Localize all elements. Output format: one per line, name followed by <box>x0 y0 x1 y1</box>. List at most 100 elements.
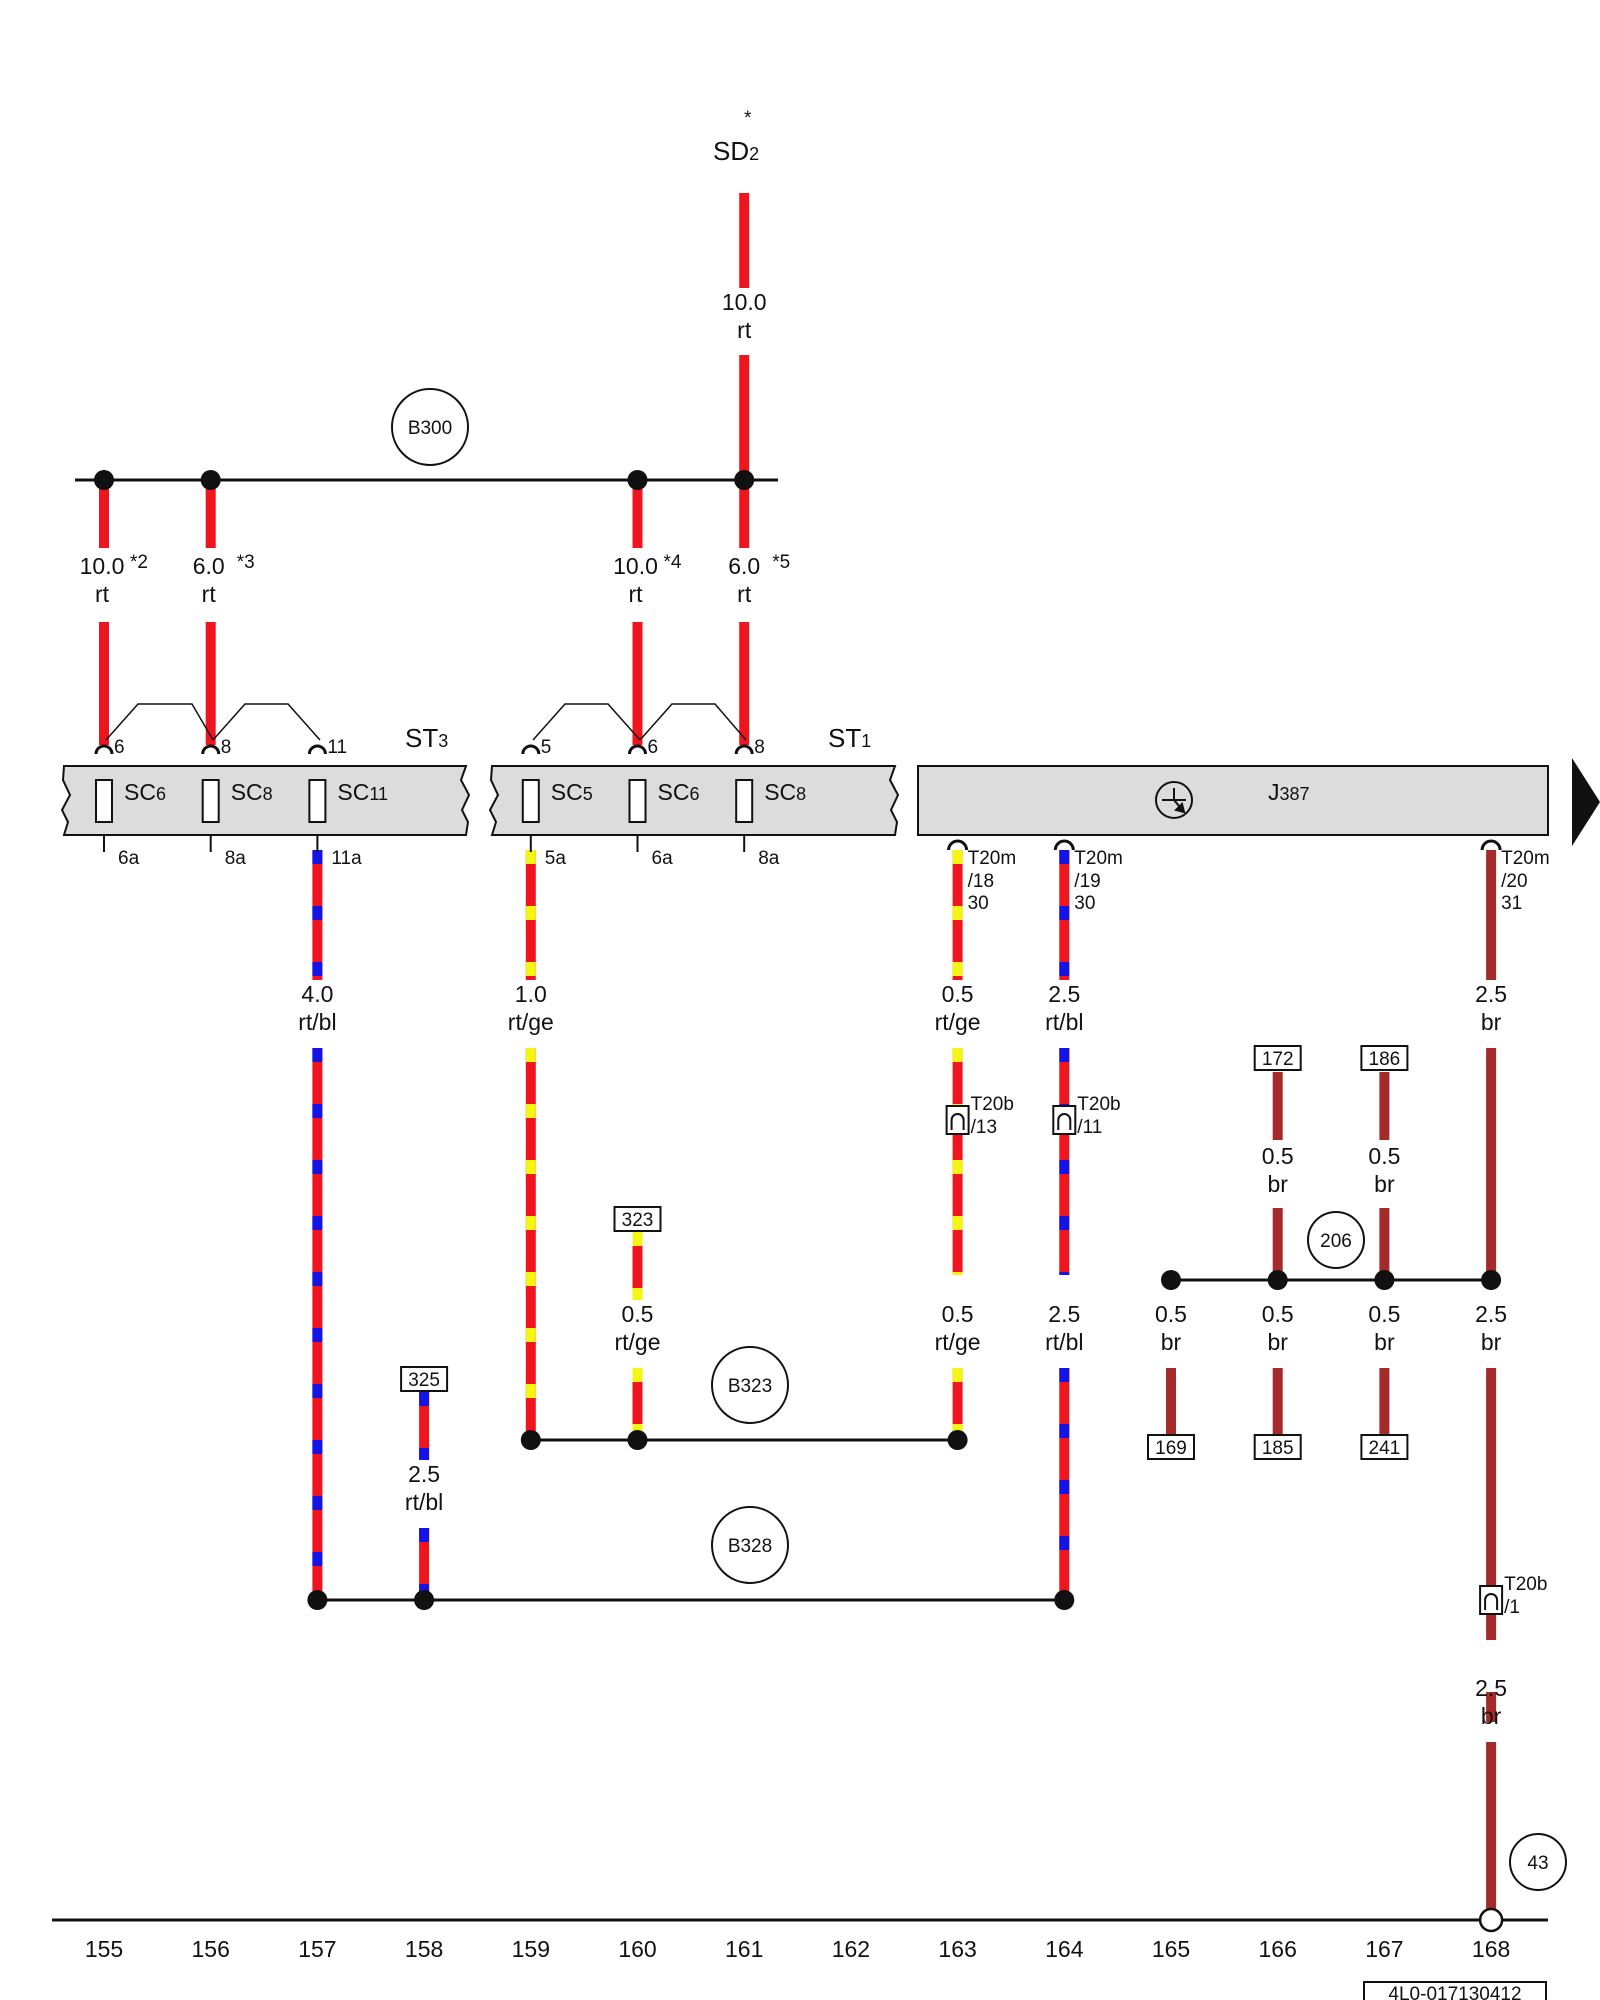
rail-j387-body <box>917 765 1549 836</box>
ref-label-1: 186 <box>1369 1049 1401 1070</box>
inline-c168-b: /1 <box>1504 1597 1520 1618</box>
ref-box-4 <box>1147 1434 1195 1460</box>
inline-c164-a: T20b <box>1077 1094 1120 1115</box>
inline-c168-a: T20b <box>1504 1574 1547 1595</box>
wire-label-w163b-color: rt/ge <box>935 1329 981 1355</box>
transistor-icon <box>1155 781 1193 819</box>
wire-label-w166b-gauge: 0.5 <box>1262 1301 1294 1327</box>
terminal-sd2-star: * <box>744 108 752 129</box>
column-number: 168 <box>1472 1936 1510 1962</box>
fuse-st3-2-icon <box>308 779 327 823</box>
fuse-st3-1-label: SC8 <box>231 779 273 805</box>
ground-node-43: 43 <box>1509 1833 1567 1891</box>
bus-lines <box>52 478 1548 1922</box>
wire-label-sd2-color: rt <box>737 317 752 343</box>
pin-st3-1-top-icon <box>201 744 221 755</box>
footer-code-box: 4L0-017130412 <box>1363 1981 1547 2000</box>
wire-label-w160-note: *4 <box>664 552 682 573</box>
column-number: 155 <box>85 1936 123 1962</box>
pin-st3-1-top: 8 <box>221 737 232 758</box>
connector-j164-a: T20m <box>1074 848 1123 869</box>
column-number: 163 <box>938 1936 976 1962</box>
pin-st3-2-top: 11 <box>327 737 347 758</box>
rail-st3-name: ST3 <box>405 723 448 753</box>
inline-c168-glyph <box>1484 1593 1499 1610</box>
wire-label-w168b-gauge: 2.5 <box>1475 1301 1507 1327</box>
connector-j163-c: 30 <box>968 893 989 914</box>
fuse-st1-0-label: SC5 <box>551 779 593 805</box>
junction-dot <box>94 470 114 490</box>
junction-dot <box>1161 1270 1181 1290</box>
junction-dot <box>947 1430 968 1450</box>
bus-node-b323: B323 <box>711 1346 789 1424</box>
wire-label-w167b-gauge: 0.5 <box>1368 1301 1400 1327</box>
column-number: 162 <box>832 1936 870 1962</box>
wire-label-w160-color: rt <box>628 581 643 607</box>
connector-j168-a: T20m <box>1501 848 1550 869</box>
pin-st3-2-bottom: 11a <box>331 848 362 869</box>
wire-label-w157-gauge: 4.0 <box>301 981 333 1007</box>
wire-label-w165-color: br <box>1161 1329 1182 1355</box>
column-number: 166 <box>1259 1936 1297 1962</box>
column-number: 164 <box>1045 1936 1084 1962</box>
wire-label-w155-gauge: 10.0 <box>80 553 125 579</box>
ref-box-1 <box>1360 1045 1409 1071</box>
fuse-st3-0-label: SC6 <box>124 779 166 805</box>
column-number: 156 <box>192 1936 230 1962</box>
junction-dot <box>627 1430 648 1450</box>
connector-j168-icon <box>1480 839 1502 851</box>
bus-node-b300: B300 <box>391 388 469 466</box>
wire-label-w161-color: rt <box>737 581 752 607</box>
pin-st3-0-top: 6 <box>114 737 125 758</box>
svg-text:206: 206 <box>1320 1231 1352 1252</box>
rail-st3-body <box>60 765 471 836</box>
wire-label-w158-color: rt/bl <box>405 1489 443 1515</box>
terminal-sd2-label: SD2 <box>713 136 759 166</box>
pin-st1-2-top: 8 <box>754 737 765 758</box>
continue-arrow-icon <box>1572 758 1600 846</box>
wire-label-w164a-gauge: 2.5 <box>1048 981 1080 1007</box>
terminal-sd2: * SD2 <box>713 108 759 166</box>
wire-label-w161-note: *5 <box>772 552 790 573</box>
column-number: 167 <box>1365 1936 1403 1962</box>
wire-label-w165-gauge: 0.5 <box>1155 1301 1187 1327</box>
wire-label-w156-color: rt <box>202 581 217 607</box>
connector-j168-b: /20 <box>1501 871 1527 892</box>
wire-label-w160-gauge: 10.0 <box>613 553 658 579</box>
wire-label-w160b-gauge: 0.5 <box>622 1301 654 1327</box>
column-number: 159 <box>512 1936 550 1962</box>
rail-j387: J387 <box>917 758 1600 846</box>
rail-st1: ST1 <box>488 723 900 836</box>
column-number: 157 <box>298 1936 336 1962</box>
pin-st3-0-top-icon <box>94 744 114 755</box>
ref-label-5: 185 <box>1262 1438 1294 1459</box>
fuse-st1-2-icon <box>735 779 754 823</box>
junction-dot <box>520 1430 541 1450</box>
svg-text:4L0-017130412: 4L0-017130412 <box>1388 1984 1521 2000</box>
wire-label-w168c-color: br <box>1481 1703 1502 1729</box>
wire-label-w164a-color: rt/bl <box>1045 1009 1083 1035</box>
junction-dot <box>1054 1590 1075 1610</box>
pin-st1-0-bottom: 5a <box>545 848 567 869</box>
pin-st1-1-bottom: 6a <box>652 848 674 869</box>
wire-label-w166t-color: br <box>1267 1171 1288 1197</box>
junction-dot <box>1374 1270 1395 1290</box>
connector-j163-a: T20m <box>968 848 1017 869</box>
wire-label-w163a-color: rt/ge <box>935 1009 981 1035</box>
ref-label-3: 325 <box>408 1370 440 1391</box>
wire-label-w168b-color: br <box>1481 1329 1502 1355</box>
junction-dot <box>307 1590 328 1610</box>
rail-st1-body <box>488 765 900 836</box>
wire-label-w166t-gauge: 0.5 <box>1262 1143 1294 1169</box>
rail-st1-name: ST1 <box>828 723 871 753</box>
wire-label-w157-color: rt/bl <box>298 1009 336 1035</box>
inline-c163-icon <box>945 1105 970 1135</box>
wire-label-w158-gauge: 2.5 <box>408 1461 440 1487</box>
wire-label-w156-gauge: 6.0 <box>193 553 225 579</box>
ref-box-0 <box>1253 1045 1302 1071</box>
inline-c164-glyph <box>1057 1113 1072 1130</box>
junction-dot <box>200 470 221 490</box>
wire-label-w159-color: rt/ge <box>508 1009 554 1035</box>
ref-label-4: 169 <box>1155 1438 1187 1459</box>
